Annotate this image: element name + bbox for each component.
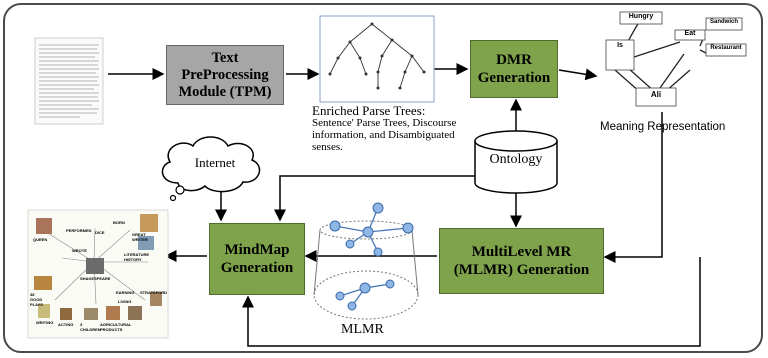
mm-word-born: BORN — [113, 220, 125, 225]
mm-word-performed: PERFORMED — [66, 228, 92, 233]
mm-word-writing: WRITING — [36, 320, 54, 325]
mlmr-generation-box: MultiLevel MR (MLMR) Generation — [439, 228, 604, 294]
meaning-node-eat — [674, 29, 706, 41]
mm-word-earning: EARNING — [116, 290, 135, 295]
mm-word-acting: ACTING — [58, 322, 74, 327]
arrow-meaning-to-mlmr — [603, 112, 663, 263]
mm-word-living: LIVING — [118, 299, 132, 304]
meaning-node-sandwich — [705, 17, 743, 31]
mm-word-dice: DICE — [95, 230, 105, 235]
meaning-node-restaurant — [705, 43, 747, 57]
meaning-label-ali: Ali — [650, 90, 662, 99]
meaning-label-is: Is — [617, 42, 623, 49]
enriched-parse-trees-title: Enriched Parse Trees: — [312, 103, 426, 118]
mm-word-great-writer: GREAT WRITER — [132, 232, 148, 242]
mm-word-queen: QUEEN — [33, 237, 48, 242]
mm-word-literature-history: LITERATURE HISTORY — [124, 252, 150, 262]
meaning-representation-label: Meaning Representation — [600, 121, 726, 133]
internet-label: Internet — [194, 155, 236, 170]
meaning-label-restaurant: Restaurant — [710, 45, 742, 51]
mlmr-caption: MLMR — [341, 322, 384, 337]
meaning-label-eat: Eat — [684, 30, 696, 37]
enriched-parse-trees-body: Sentence' Parse Trees, Discourse informa… — [312, 117, 457, 153]
mindmap-generation-box: MindMap Generation — [209, 223, 305, 295]
mm-word-strateford: STRATEFORD — [140, 290, 168, 295]
mm-word-shakespeare: SHAKESPEARE — [80, 276, 111, 281]
meaning-label-hungry: Hungry — [628, 13, 654, 20]
mm-word-agricultural-products: AGRICULTURAL PRODUCTS — [100, 322, 132, 332]
meaning-node-is — [605, 39, 635, 71]
arrow-ontology-to-mindmap — [274, 175, 475, 222]
dmr-generation-box: DMR Generation — [470, 40, 558, 98]
mm-word-38-good-plays: 38 GOOD PLAYS — [30, 292, 43, 307]
arrow-dmr-to-meaning — [558, 68, 598, 81]
meaning-label-sandwich: Sandwich — [709, 19, 738, 25]
mm-word-wrote: WROTE — [72, 248, 87, 253]
meaning-node-hungry — [619, 11, 663, 25]
meaning-node-ali — [635, 87, 677, 107]
ontology-label: Ontology — [489, 152, 543, 167]
mm-word-3-children: 3 CHILDREN — [80, 322, 101, 332]
tpm-box: Text PreProcessing Module (TPM) — [166, 45, 284, 105]
arrow-loop-back — [242, 257, 701, 347]
